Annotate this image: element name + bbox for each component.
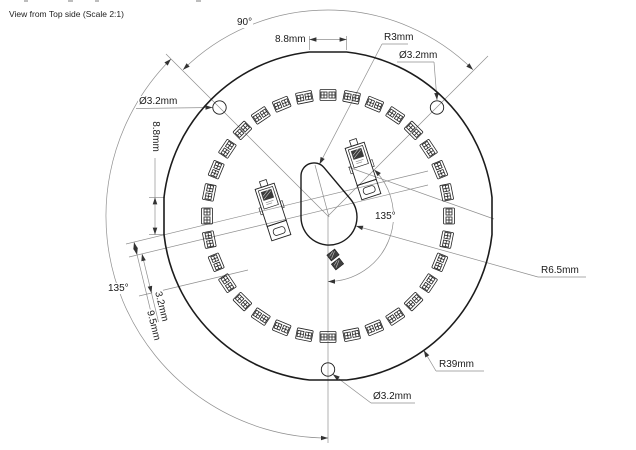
dim-label-radius-board: R39mm: [438, 359, 476, 370]
dim-label-hole-top-right: Ø3.2mm: [398, 50, 439, 61]
dim-arrow: [374, 169, 381, 177]
dim-label-angle-bottom-left: 135°: [107, 283, 130, 294]
dim-label-flat-top: 8.8mm: [274, 34, 307, 45]
ext-line-connector: [347, 166, 495, 220]
led-package: [295, 90, 314, 105]
dim-arrow: [466, 63, 473, 70]
view-title: View from Top side (Scale 2:1): [9, 9, 124, 19]
dim-label-angle-center: 135°: [374, 211, 397, 222]
led-package: [419, 273, 438, 293]
dim-arrow: [164, 59, 171, 66]
dim-label-radius-notch: R3mm: [383, 32, 415, 43]
led-package: [342, 90, 361, 105]
dim-arrow: [319, 156, 325, 165]
dim-arrow: [423, 350, 430, 358]
led-package: [272, 319, 292, 337]
dim-arrow: [147, 285, 153, 294]
led-package: [443, 207, 455, 225]
arc-135deg-inner: [327, 169, 394, 282]
dim-arrow: [152, 197, 158, 205]
connector-components: [254, 138, 382, 242]
dim-arrow: [205, 105, 213, 110]
dim-arrow: [434, 92, 439, 100]
connector-component: [254, 179, 292, 242]
led-package: [404, 120, 424, 140]
keyhole-radius-line: [314, 164, 330, 218]
dim-arrow: [141, 253, 146, 262]
leader-r6-5: [355, 225, 539, 278]
dim-label-angle-top: 90°: [236, 17, 254, 28]
led-package: [207, 252, 225, 272]
dim-arrow: [309, 37, 317, 42]
ext-line-connector: [125, 170, 429, 245]
led-package: [439, 230, 454, 249]
dimension-linework: [105, 9, 586, 443]
led-package: [319, 89, 337, 101]
pcb-board: [163, 51, 493, 381]
leader-hole-top-left: [135, 107, 213, 109]
led-package: [404, 292, 424, 312]
centerline-135deg: [165, 53, 329, 217]
connector-component: [344, 138, 382, 201]
led-package: [385, 106, 405, 125]
led-package: [218, 139, 237, 159]
led-package: [295, 327, 314, 342]
frame-mark: [68, 0, 73, 2]
arc-135deg-outer: [105, 58, 329, 439]
led-package: [272, 95, 292, 113]
dim-label-radius-center-hole: R6.5mm: [540, 265, 580, 276]
mounting-hole-top-right: [429, 100, 445, 115]
led-package: [218, 273, 237, 293]
led-package: [202, 230, 217, 249]
led-package: [201, 207, 213, 225]
mounting-hole-top-left: [212, 100, 227, 115]
board-outline: [163, 51, 493, 381]
led-package: [251, 106, 271, 125]
dim-label-hole-top-left: Ø3.2mm: [138, 96, 179, 107]
led-package: [251, 307, 271, 326]
dim-label-hole-bottom: Ø3.2mm: [372, 391, 413, 402]
dim-arrow: [356, 225, 364, 231]
dim-arrow: [328, 279, 335, 284]
keyhole-cutout: [300, 162, 358, 246]
dim-arrow: [133, 247, 138, 255]
led-package: [364, 95, 384, 113]
dim-arrow: [332, 374, 340, 381]
chip-components: [326, 248, 345, 271]
arc-90deg: [182, 9, 474, 70]
led-package: [439, 183, 454, 202]
led-package: [431, 160, 449, 180]
dim-label-flat-left: 8.8mm: [149, 120, 161, 153]
leader-hole-bottom: [332, 374, 372, 404]
led-package: [342, 327, 361, 342]
dim-arrow: [152, 227, 158, 235]
led-package: [319, 331, 337, 343]
dim-arrow: [339, 37, 347, 42]
centerline-45deg: [327, 55, 489, 217]
led-package: [232, 120, 252, 140]
led-ring: [201, 89, 455, 343]
led-package: [232, 292, 252, 312]
led-package: [419, 139, 438, 159]
led-package: [202, 183, 217, 202]
mounting-hole-bottom: [320, 362, 336, 377]
led-package: [207, 160, 225, 180]
chip-component: [326, 248, 340, 262]
dimension-arrows: [133, 37, 473, 441]
led-package: [385, 307, 405, 326]
leader-r3: [319, 43, 383, 165]
led-package: [364, 319, 384, 337]
dim-arrow: [133, 242, 138, 250]
chip-component: [330, 257, 345, 271]
dim-arrow: [321, 435, 328, 441]
led-package: [431, 252, 449, 272]
ext-line-connector: [128, 184, 429, 258]
frame-mark: [24, 0, 28, 2]
dim-arrow: [183, 63, 190, 70]
frame-mark: [95, 0, 99, 2]
frame-mark: [196, 0, 201, 2]
